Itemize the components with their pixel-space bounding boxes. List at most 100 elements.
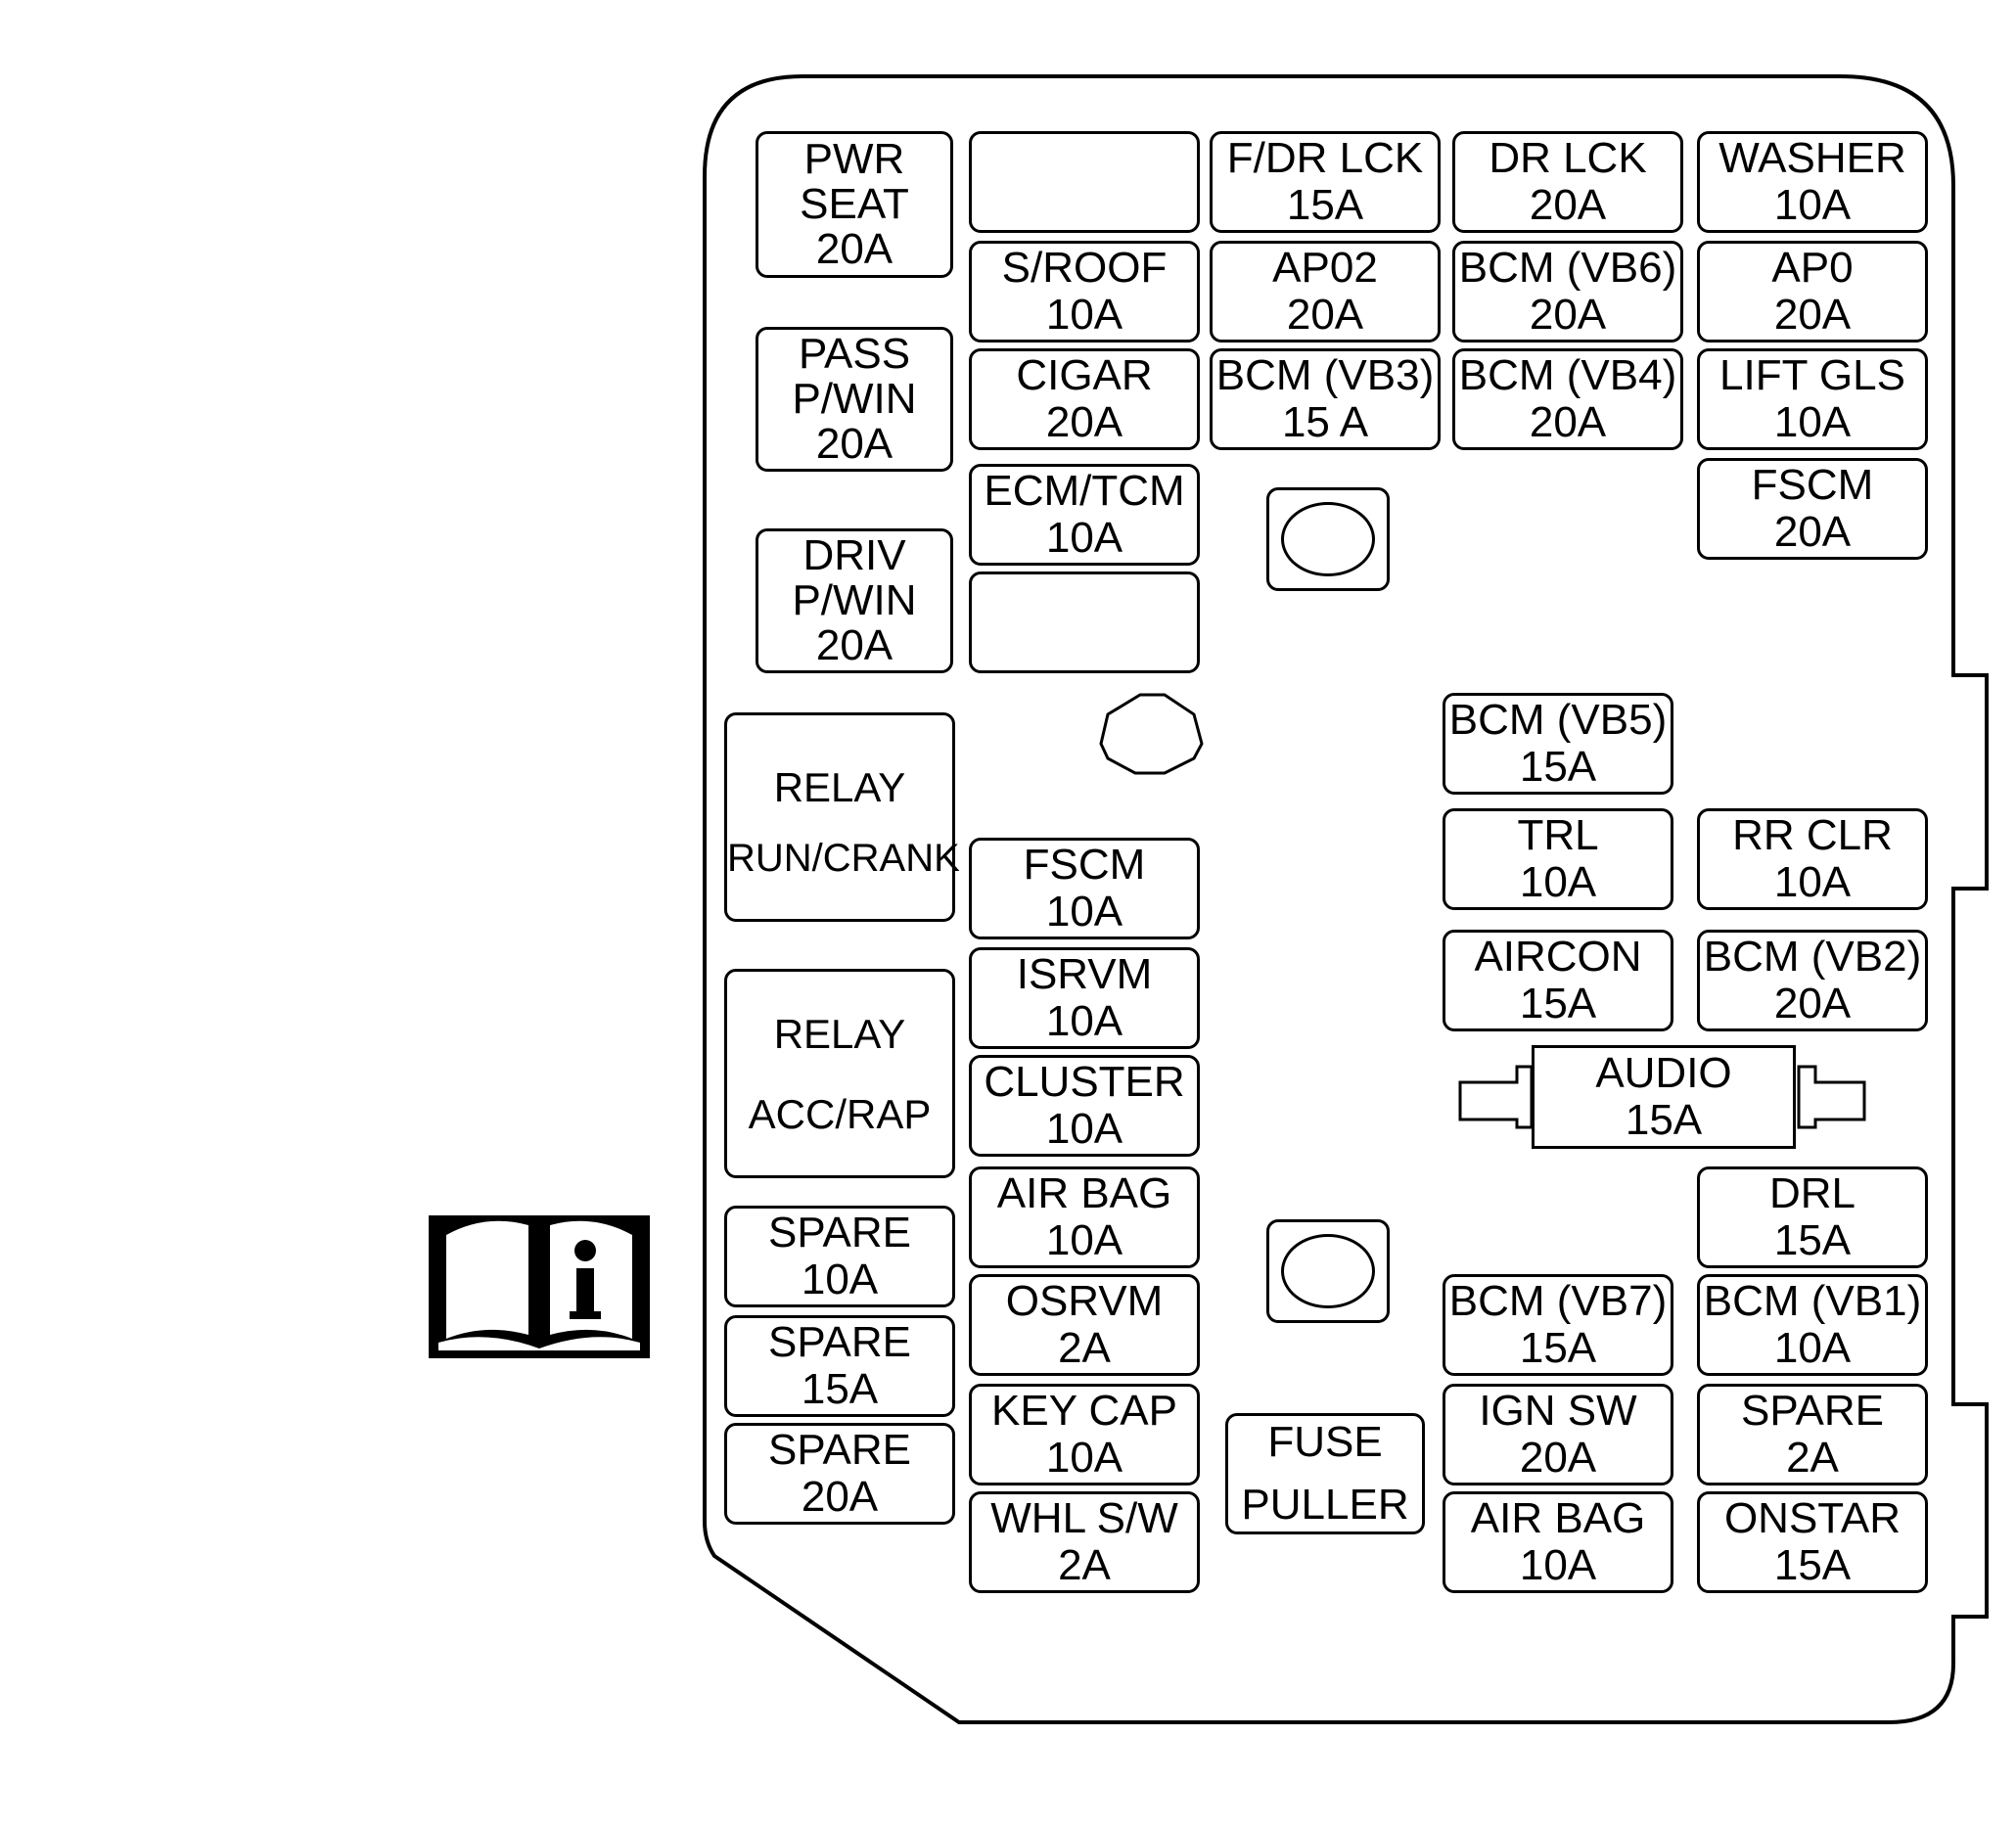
fuse-label-line: 10A xyxy=(1045,291,1123,339)
fuse-label-line: 2A xyxy=(1058,1324,1111,1372)
relay-acc-rap: RELAY ACC/RAP xyxy=(724,969,955,1178)
fuse-label-line: PASS xyxy=(798,330,911,378)
fuse-label-line: 10A xyxy=(1045,514,1123,562)
fuse-label-line: 10A xyxy=(1773,1324,1852,1372)
fuse-bcm-vb5: BCM (VB5)15A xyxy=(1443,693,1673,795)
fuse-label-line: BCM (VB3) xyxy=(1215,351,1435,399)
mounting-clip-hole xyxy=(1099,693,1204,775)
fuse-label-line: P/WIN xyxy=(792,576,917,624)
fuse-label-line: 15A xyxy=(1519,743,1597,791)
fuse-label-line: 15A xyxy=(1625,1096,1703,1144)
fuse-label-line: RR CLR xyxy=(1732,811,1893,859)
fuse-label-line: 15A xyxy=(801,1365,879,1413)
fuse-label-line: AP02 xyxy=(1272,244,1378,292)
fuse-puller: FUSE PULLER xyxy=(1225,1413,1425,1534)
fuse-label-line: 10A xyxy=(1773,181,1852,229)
fuse-label-line: 20A xyxy=(815,225,893,273)
fuse-label-line: DRL xyxy=(1768,1169,1856,1217)
fuse-label-line: 2A xyxy=(1058,1541,1111,1589)
fuse-label-line: 10A xyxy=(1045,1105,1123,1153)
fuse-label-line: 20A xyxy=(1529,181,1607,229)
fuse-label-line: 20A xyxy=(1045,398,1123,446)
fuse-label-line: PWR xyxy=(803,135,905,183)
fuse-label-line: 10A xyxy=(1045,1216,1123,1264)
fuse-label-line: 15A xyxy=(1286,181,1364,229)
fuse-label-line: 20A xyxy=(1773,980,1852,1028)
fuse-label-line: ONSTAR xyxy=(1723,1494,1901,1542)
fuse-bcm-vb6: BCM (VB6)20A xyxy=(1452,241,1683,343)
fuse-label-line: WHL S/W xyxy=(990,1494,1178,1542)
fuse-label-line: 20A xyxy=(1773,508,1852,556)
fuse-label-line: AIRCON xyxy=(1474,933,1642,981)
fuse-label-line: BCM (VB1) xyxy=(1703,1277,1922,1325)
fuse-label-line: 20A xyxy=(1773,291,1852,339)
fuse-label-line: 20A xyxy=(815,420,893,468)
fuse-label-line: 20A xyxy=(801,1473,879,1521)
fuse-label-line: 10A xyxy=(1773,398,1852,446)
fuse-empty-mid xyxy=(969,571,1200,673)
fuse-label-line: P/WIN xyxy=(792,375,917,423)
fuse-label-line: 20A xyxy=(1286,291,1364,339)
fuse-label-line: 2A xyxy=(1786,1434,1839,1482)
fuse-label-line: 15A xyxy=(1773,1541,1852,1589)
fuse-label-line: KEY CAP xyxy=(991,1387,1177,1435)
fuse-label-line: AIR BAG xyxy=(996,1169,1172,1217)
mounting-hole-lower xyxy=(1266,1219,1390,1323)
fuse-label-line: 10A xyxy=(1773,858,1852,906)
fuse-label-line: CIGAR xyxy=(1016,351,1153,399)
fuse-label-line: BCM (VB7) xyxy=(1448,1277,1668,1325)
fuse-label-line: 10A xyxy=(1045,997,1123,1045)
fuse-label-line: SPARE xyxy=(768,1318,911,1366)
fuse-label-line: 10A xyxy=(1519,1541,1597,1589)
fuse-empty-top xyxy=(969,131,1200,233)
audio-left-connector xyxy=(1458,1065,1534,1129)
relay-title: RELAY xyxy=(773,764,906,810)
fuse-label-line: 10A xyxy=(1045,1434,1123,1482)
fuse-label-line: FSCM xyxy=(1023,841,1146,889)
fuse-label-line: TRL xyxy=(1517,811,1599,859)
fuse-label-line: WASHER xyxy=(1718,134,1906,182)
relay-subtitle: ACC/RAP xyxy=(748,1091,932,1137)
fuse-label-line: 10A xyxy=(1519,858,1597,906)
fuse-bcm-vb2: BCM (VB2)20A xyxy=(1697,930,1928,1031)
fuse-label-line: SPARE xyxy=(1741,1387,1884,1435)
fuse-label-line: SEAT xyxy=(800,180,909,228)
fuse-label-line: 15A xyxy=(1519,1324,1597,1372)
fuse-label-line: AUDIO xyxy=(1595,1049,1732,1097)
fuse-bcm-vb7: BCM (VB7)15A xyxy=(1443,1274,1673,1376)
fuse-label-line: FSCM xyxy=(1751,461,1874,509)
fuse-label-line: 15A xyxy=(1773,1216,1852,1264)
owners-manual-info-icon xyxy=(429,1215,650,1358)
relay-subtitle: RUN/CRANK xyxy=(727,837,960,880)
fuse-label-line: 20A xyxy=(815,621,893,669)
fuse-label-line: BCM (VB6) xyxy=(1458,244,1677,292)
fuse-label-line: AIR BAG xyxy=(1470,1494,1646,1542)
fuse-label-line: ECM/TCM xyxy=(984,467,1185,515)
fuse-label-line: SPARE xyxy=(768,1209,911,1257)
fuse-puller-label-line: FUSE xyxy=(1267,1418,1383,1466)
